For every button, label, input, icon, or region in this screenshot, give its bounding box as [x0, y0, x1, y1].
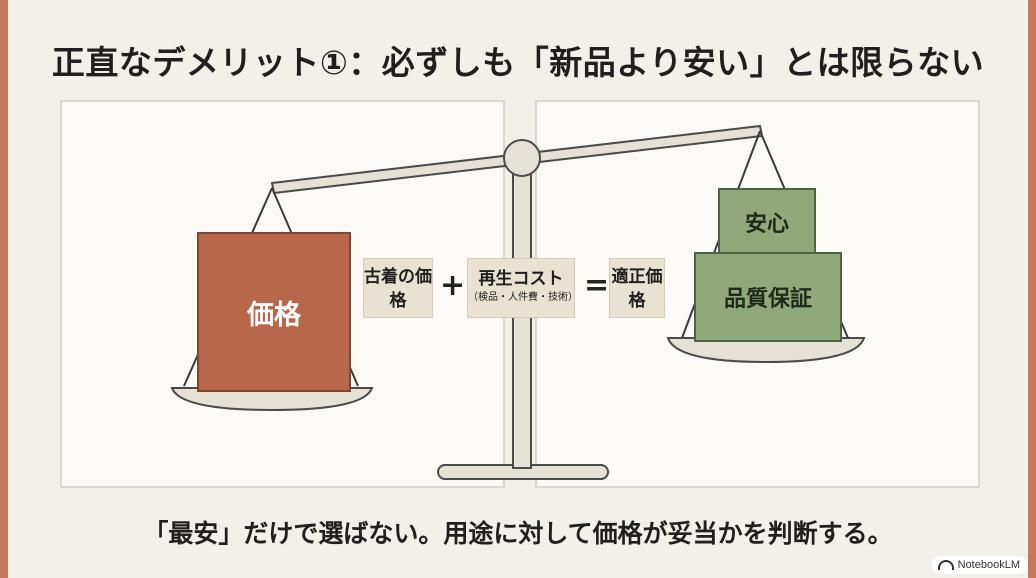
- regeneration-cost-note: 再生コスト （検品・人件費・技術）: [467, 258, 578, 318]
- regeneration-cost-label: 再生コスト: [478, 269, 564, 289]
- price-weight: 価格: [197, 232, 351, 392]
- right-pan: [666, 337, 866, 364]
- left-pan: [170, 387, 374, 412]
- slide-caption: 「最安」だけで選ばない。用途に対して価格が妥当かを判断する。: [143, 519, 893, 548]
- regeneration-cost-detail: （検品・人件費・技術）: [468, 292, 578, 303]
- used-clothing-price-note: 古着の価格: [363, 258, 433, 318]
- assurance-weight: 安心: [718, 188, 816, 256]
- badge-text: NotebookLM: [957, 559, 1020, 571]
- equals-operator: =: [584, 268, 610, 303]
- plus-operator: +: [440, 268, 466, 303]
- slide-title: 正直なデメリット①：必ずしも「新品より安い」とは限らない: [51, 43, 985, 82]
- quality-guarantee-weight: 品質保証: [694, 252, 842, 342]
- fair-price-note: 適正価格: [609, 258, 665, 318]
- notebooklm-badge: NotebookLM: [931, 556, 1028, 574]
- notebooklm-logo-icon: [937, 560, 954, 570]
- scale-pivot: [503, 139, 541, 177]
